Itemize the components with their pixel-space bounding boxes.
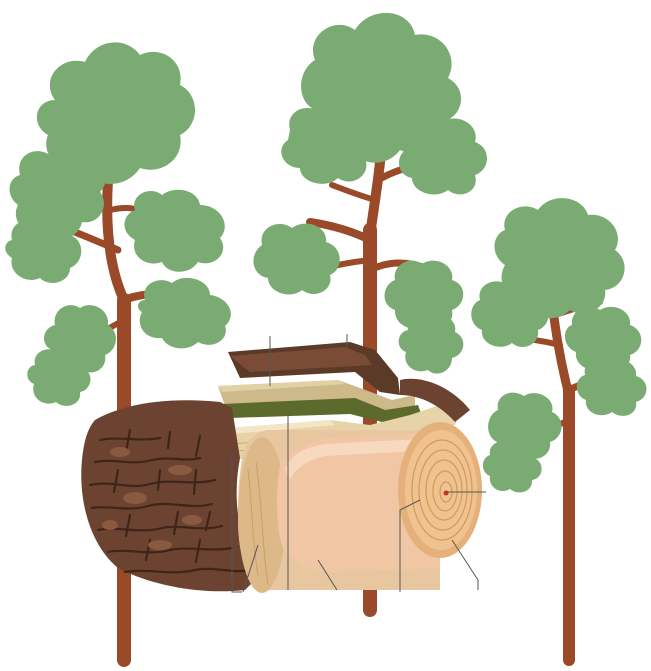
right-tree xyxy=(471,198,646,660)
pith xyxy=(444,491,449,496)
end-grain xyxy=(398,422,482,558)
log-cross-section xyxy=(81,342,482,593)
